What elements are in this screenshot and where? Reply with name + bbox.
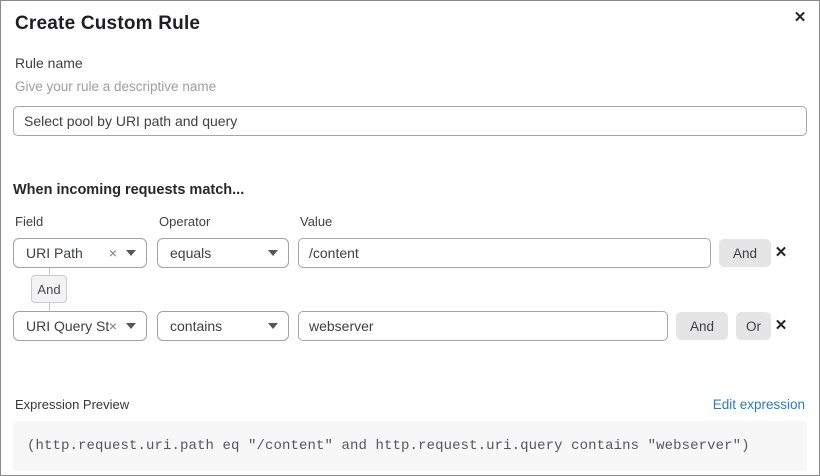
condition-row-1: URI Path × equals And ✕ xyxy=(13,238,807,268)
connector-line xyxy=(48,268,50,275)
delete-row-icon[interactable]: ✕ xyxy=(771,243,791,263)
operator-select-value: contains xyxy=(170,318,223,334)
operator-select-value: equals xyxy=(170,245,212,261)
chevron-down-icon xyxy=(268,250,278,256)
chevron-down-icon xyxy=(126,250,136,256)
clear-field-icon[interactable]: × xyxy=(108,245,117,261)
match-section-heading: When incoming requests match... xyxy=(13,182,245,198)
chevron-down-icon xyxy=(268,323,278,329)
field-select-value: URI Query St... xyxy=(26,318,109,334)
chevron-down-icon xyxy=(126,323,136,329)
expression-code: (http.request.uri.path eq "/content" and… xyxy=(27,438,750,454)
dialog-title: Create Custom Rule xyxy=(15,13,201,34)
expression-preview-box: (http.request.uri.path eq "/content" and… xyxy=(13,421,807,471)
edit-expression-link[interactable]: Edit expression xyxy=(712,397,805,412)
field-select-row-1[interactable]: URI Path × xyxy=(13,238,147,268)
value-input-row-2[interactable] xyxy=(298,311,668,341)
add-or-condition-button-row-2[interactable]: Or xyxy=(736,312,771,340)
operator-column-label: Operator xyxy=(159,214,211,229)
field-column-label: Field xyxy=(15,214,44,229)
and-connector: And xyxy=(31,268,67,311)
value-column-label: Value xyxy=(300,214,333,229)
operator-select-row-1[interactable]: equals xyxy=(157,238,289,268)
condition-row-2: URI Query St... × contains And Or ✕ xyxy=(13,311,807,341)
add-and-condition-button-row-1[interactable]: And xyxy=(718,239,771,267)
field-select-value: URI Path xyxy=(26,245,83,261)
clear-field-icon[interactable]: × xyxy=(108,318,117,334)
field-select-row-2[interactable]: URI Query St... × xyxy=(13,311,147,341)
and-connector-badge: And xyxy=(31,275,67,303)
value-input-row-1[interactable] xyxy=(298,238,711,268)
connector-line xyxy=(48,303,50,311)
create-custom-rule-dialog: Create Custom Rule ✕ Rule name Give your… xyxy=(1,9,819,471)
rule-name-input[interactable] xyxy=(13,106,807,136)
expression-preview-label: Expression Preview xyxy=(15,397,130,412)
close-icon[interactable]: ✕ xyxy=(789,7,811,29)
expression-preview-header: Expression Preview Edit expression xyxy=(15,397,805,412)
rule-name-helper-text: Give your rule a descriptive name xyxy=(15,79,217,94)
add-and-condition-button-row-2[interactable]: And xyxy=(675,312,728,340)
column-labels: Field Operator Value xyxy=(13,214,807,229)
delete-row-icon[interactable]: ✕ xyxy=(771,316,791,336)
dialog-header: Create Custom Rule xyxy=(15,13,805,35)
rule-name-label: Rule name xyxy=(15,55,83,71)
operator-select-row-2[interactable]: contains xyxy=(157,311,289,341)
